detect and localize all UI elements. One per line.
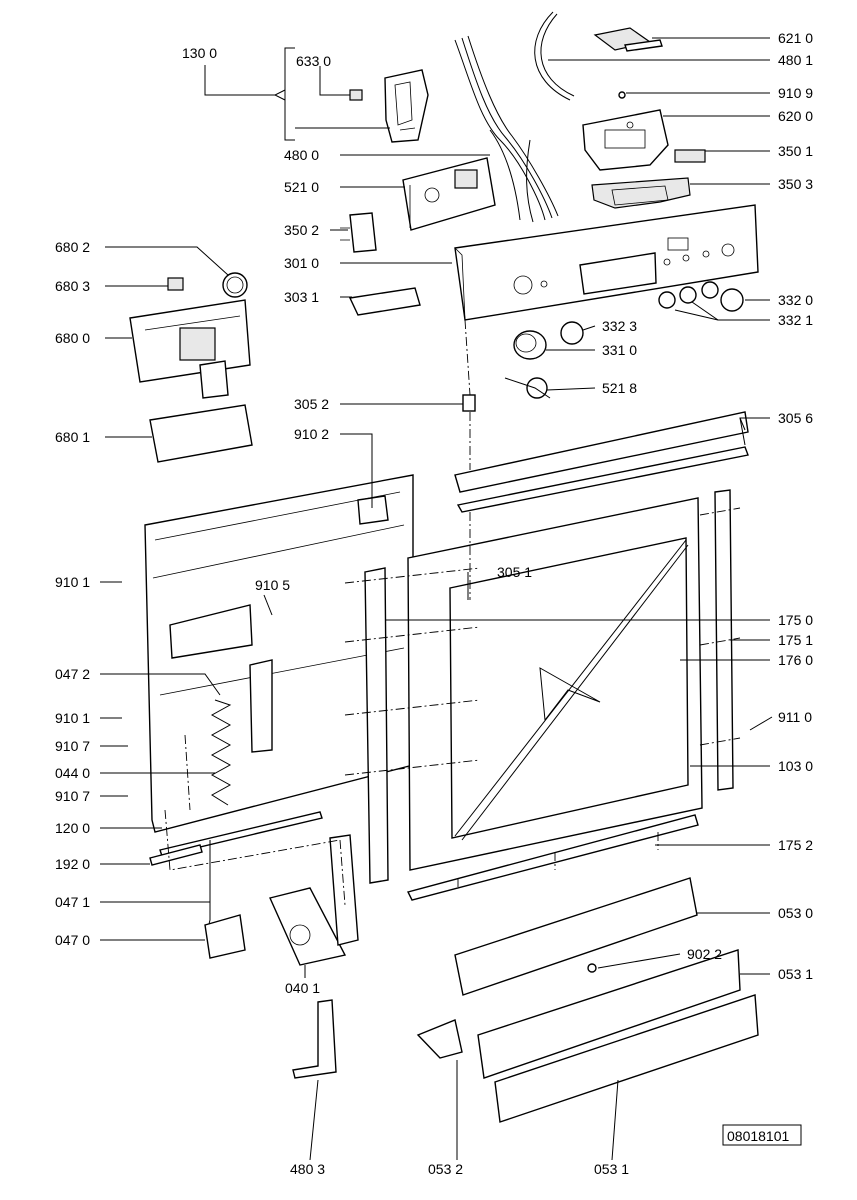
- label-910-2: 910 2: [294, 426, 329, 442]
- label-303-1: 303 1: [284, 289, 319, 305]
- label-044-0: 044 0: [55, 765, 90, 781]
- top-rail-part: [454, 411, 749, 513]
- label-175-2: 175 2: [778, 837, 813, 853]
- label-910-1a: 910 1: [55, 574, 90, 590]
- knob-332-3-part: [560, 321, 584, 345]
- label-103-0: 103 0: [778, 758, 813, 774]
- dispenser-assembly-part: [129, 272, 251, 399]
- label-680-0: 680 0: [55, 330, 90, 346]
- label-332-0: 332 0: [778, 292, 813, 308]
- leader-lines: [100, 37, 773, 1161]
- label-910-5: 910 5: [255, 577, 290, 593]
- outer-door-part: [407, 497, 703, 871]
- label-175-0: 175 0: [778, 612, 813, 628]
- label-680-1: 680 1: [55, 429, 90, 445]
- label-047-0: 047 0: [55, 932, 90, 948]
- profile-175-0-part: [364, 567, 389, 884]
- label-350-1: 350 1: [778, 143, 813, 159]
- label-910-1b: 910 1: [55, 710, 90, 726]
- label-332-1: 332 1: [778, 312, 813, 328]
- label-910-7a: 910 7: [55, 738, 90, 754]
- display-board-part: [593, 27, 663, 52]
- label-175-1: 175 1: [778, 632, 813, 648]
- card-350-1-part: [674, 149, 706, 163]
- plinth-053-1b-part: [494, 994, 759, 1123]
- dial-331-0-part: [513, 330, 547, 360]
- screw-910-9-part: [618, 91, 626, 99]
- label-053-2: 053 2: [428, 1161, 463, 1177]
- label-620-0: 620 0: [778, 108, 813, 124]
- hinge-assembly-part: [269, 834, 359, 966]
- label-911-0: 911 0: [778, 709, 812, 725]
- bracket-053-2-part: [416, 1019, 463, 1059]
- label-047-2: 047 2: [55, 666, 90, 682]
- label-047-1: 047 1: [55, 894, 90, 910]
- label-621-0: 621 0: [778, 30, 813, 46]
- diagram-code-box: 08018101: [722, 1124, 802, 1146]
- diagram-code: 08018101: [727, 1128, 790, 1144]
- label-521-8: 521 8: [602, 380, 637, 396]
- label-350-3: 350 3: [778, 176, 813, 192]
- label-053-1b: 053 1: [594, 1161, 629, 1177]
- label-521-0: 521 0: [284, 179, 319, 195]
- keypad-part: [591, 177, 691, 209]
- label-480-3: 480 3: [290, 1161, 325, 1177]
- label-305-2: 305 2: [294, 396, 329, 412]
- selector-521-8-part: [504, 377, 551, 399]
- label-910-9: 910 9: [778, 85, 813, 101]
- profile-175-1-part: [714, 489, 734, 791]
- label-680-2: 680 2: [55, 239, 90, 255]
- label-130-0: 130 0: [182, 45, 217, 61]
- label-902-2: 902 2: [687, 946, 722, 962]
- label-176-0: 176 0: [778, 652, 813, 668]
- wire-harness-part: [454, 11, 575, 223]
- profile-175-2-part: [406, 814, 699, 901]
- spring-part: [210, 699, 232, 806]
- label-192-0: 192 0: [55, 856, 90, 872]
- connector-part-350-2: [340, 212, 377, 253]
- label-350-2: 350 2: [284, 222, 319, 238]
- label-305-1: 305 1: [497, 564, 532, 580]
- part-labels: 130 0 633 0 480 0 521 0 350 2 301 0 303 …: [55, 30, 813, 1177]
- label-305-6: 305 6: [778, 410, 813, 426]
- label-053-1a: 053 1: [778, 966, 813, 982]
- label-332-3: 332 3: [602, 318, 637, 334]
- dispenser-gasket-part: [149, 404, 253, 463]
- inner-door-panel-part: [144, 474, 414, 833]
- label-120-0: 120 0: [55, 820, 90, 836]
- plinth-053-0-part: [454, 877, 698, 996]
- control-panel-part: [454, 204, 759, 321]
- latch-assembly-part: [349, 69, 429, 143]
- label-480-1: 480 1: [778, 52, 813, 68]
- control-module-part: [402, 157, 496, 231]
- pulley-047-0-part: [204, 914, 246, 959]
- support-bracket-part: [582, 109, 669, 171]
- label-040-1: 040 1: [285, 980, 320, 996]
- label-301-0: 301 0: [284, 255, 319, 271]
- screw-902-2-part: [587, 963, 597, 973]
- l-bracket-480-3-part: [292, 999, 337, 1079]
- knob-set-part: [658, 281, 744, 312]
- plinth-053-1-part: [477, 949, 741, 1079]
- panel-clip-part: [348, 287, 421, 316]
- spacer-305-2-part: [462, 394, 476, 412]
- label-331-0: 331 0: [602, 342, 637, 358]
- label-053-0: 053 0: [778, 905, 813, 921]
- tube-192-0-part: [149, 844, 203, 866]
- label-633-0: 633 0: [296, 53, 331, 69]
- label-680-3: 680 3: [55, 278, 90, 294]
- label-480-0: 480 0: [284, 147, 319, 163]
- label-910-7b: 910 7: [55, 788, 90, 804]
